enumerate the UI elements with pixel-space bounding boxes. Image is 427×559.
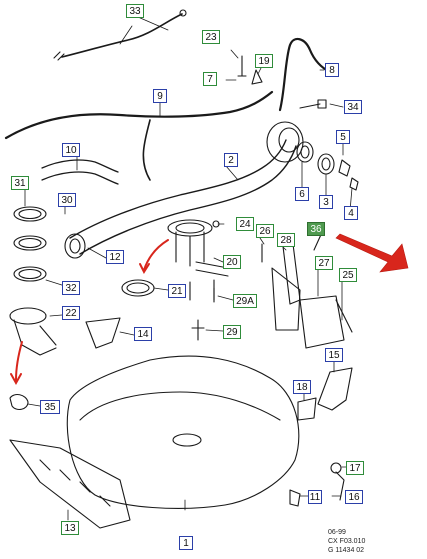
- callout-26[interactable]: 26: [256, 224, 274, 238]
- callout-35[interactable]: 35: [40, 400, 60, 414]
- callout-25[interactable]: 25: [339, 268, 357, 282]
- callout-36[interactable]: 36: [307, 222, 325, 236]
- callout-29a[interactable]: 29A: [233, 294, 257, 308]
- reference-date: 06-99: [328, 529, 346, 536]
- callout-10[interactable]: 10: [62, 143, 80, 157]
- callout-28[interactable]: 28: [277, 233, 295, 247]
- callout-33[interactable]: 33: [126, 4, 144, 18]
- callout-15[interactable]: 15: [325, 348, 343, 362]
- callout-4[interactable]: 4: [344, 206, 358, 220]
- callout-6[interactable]: 6: [295, 187, 309, 201]
- callout-16[interactable]: 16: [345, 490, 363, 504]
- callout-8[interactable]: 8: [325, 63, 339, 77]
- callout-9[interactable]: 9: [153, 89, 167, 103]
- callout-5[interactable]: 5: [336, 130, 350, 144]
- callout-21[interactable]: 21: [168, 284, 186, 298]
- callout-24[interactable]: 24: [236, 217, 254, 231]
- callout-20[interactable]: 20: [223, 255, 241, 269]
- callout-1[interactable]: 1: [179, 536, 193, 550]
- callout-34[interactable]: 34: [344, 100, 362, 114]
- callout-23[interactable]: 23: [202, 30, 220, 44]
- callout-14[interactable]: 14: [134, 327, 152, 341]
- callout-31[interactable]: 31: [11, 176, 29, 190]
- callout-7[interactable]: 7: [203, 72, 217, 86]
- callout-2[interactable]: 2: [224, 153, 238, 167]
- reference-drawing-number: G 11434 02: [328, 547, 365, 554]
- callout-29[interactable]: 29: [223, 325, 241, 339]
- callout-11[interactable]: 11: [308, 490, 322, 504]
- callout-13[interactable]: 13: [61, 521, 79, 535]
- callout-27[interactable]: 27: [315, 256, 333, 270]
- callout-30[interactable]: 30: [58, 193, 76, 207]
- callout-18[interactable]: 18: [293, 380, 311, 394]
- callout-19[interactable]: 19: [255, 54, 273, 68]
- callout-3[interactable]: 3: [319, 195, 333, 209]
- callout-12[interactable]: 12: [106, 250, 124, 264]
- callout-32[interactable]: 32: [62, 281, 80, 295]
- reference-code: CX F03.010: [328, 538, 366, 545]
- callout-17[interactable]: 17: [346, 461, 364, 475]
- callout-22[interactable]: 22: [62, 306, 80, 320]
